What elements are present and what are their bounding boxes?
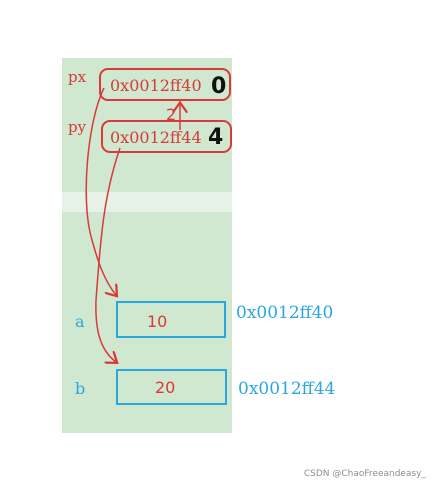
pointer-box-px: [99, 68, 231, 101]
watermark: CSDN @ChaoFreeandeasy_: [304, 469, 427, 479]
pointer-overwrite-py: 4: [208, 125, 223, 150]
variable-box-a: [116, 301, 226, 338]
variable-label-b: b: [75, 379, 85, 398]
variable-box-b: [116, 369, 227, 405]
memory-panel: [62, 58, 232, 433]
variable-value-b: 20: [155, 378, 175, 397]
pointer-overwrite-px: 0: [211, 74, 226, 99]
pointer-value-px: 0x0012ff40: [110, 76, 202, 95]
pointer-label-px: px: [68, 68, 87, 86]
variable-address-a: 0x0012ff40: [236, 303, 333, 323]
pointer-value-py: 0x0012ff44: [110, 128, 202, 147]
variable-address-b: 0x0012ff44: [238, 379, 335, 399]
panel-stripe: [62, 192, 232, 212]
pointer-label-py: py: [68, 118, 87, 136]
increment-note: 2: [166, 105, 176, 124]
arrow-px-to-a: [85, 87, 116, 295]
pointer-box-py: [101, 120, 232, 153]
variable-label-a: a: [75, 312, 85, 331]
variable-value-a: 10: [147, 312, 167, 331]
arrow-py-to-b: [95, 147, 121, 362]
